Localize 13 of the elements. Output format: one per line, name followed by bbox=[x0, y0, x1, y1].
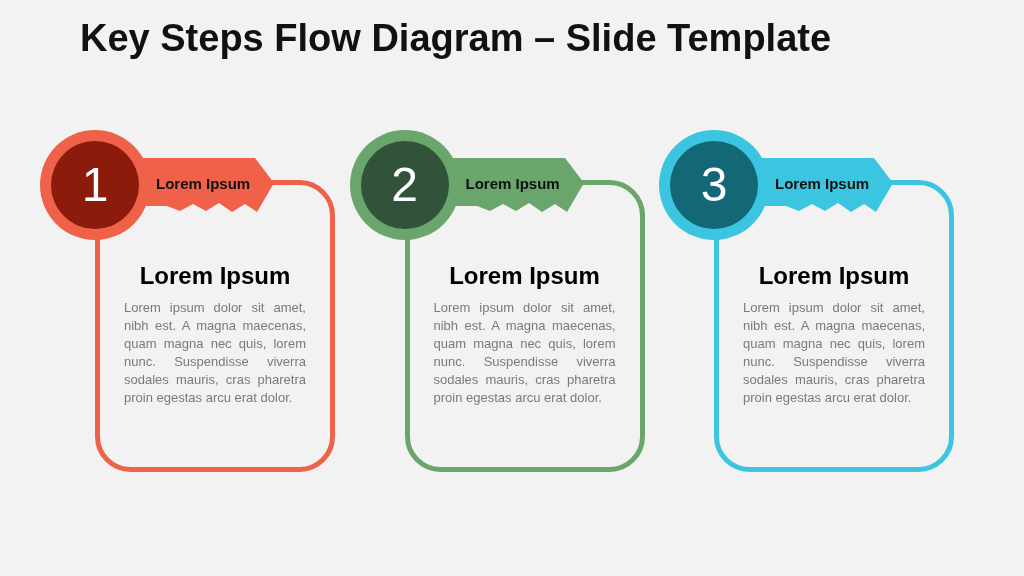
card-body-text: Lorem ipsum dolor sit amet, nibh est. A magna maecenas, quam magna nec quis, lorem nunc. Suspendisse viverra sodales mauris, cras pharetra proin egestas arcu erat dolor. bbox=[743, 299, 925, 407]
step-number: 2 bbox=[391, 161, 418, 209]
card-heading: Lorem Ipsum bbox=[757, 261, 911, 291]
card-heading: Lorem Ipsum bbox=[448, 261, 601, 291]
tab-label: Lorem Ipsum bbox=[465, 175, 560, 193]
tab-label: Lorem Ipsum bbox=[156, 175, 251, 193]
step-number: 3 bbox=[700, 161, 728, 209]
card-body-text: Lorem ipsum dolor sit amet, nibh est. A magna maecenas, quam magna nec quis, lorem nunc. Suspendisse viverra sodales mauris, cras pharetra proin egestas arcu erat dolor. bbox=[433, 299, 616, 407]
card-body-text: Lorem ipsum dolor sit amet, nibh est. A magna maecenas, quam magna nec quis, lorem nunc. Suspendisse viverra sodales mauris, cras pharetra proin egestas arcu erat dolor. bbox=[124, 299, 306, 407]
tab-label: Lorem Ipsum bbox=[775, 175, 870, 193]
slide-title: Key Steps Flow Diagram – Slide Template bbox=[80, 16, 832, 61]
card-heading: Lorem Ipsum bbox=[138, 261, 292, 291]
step-number: 1 bbox=[81, 161, 109, 209]
